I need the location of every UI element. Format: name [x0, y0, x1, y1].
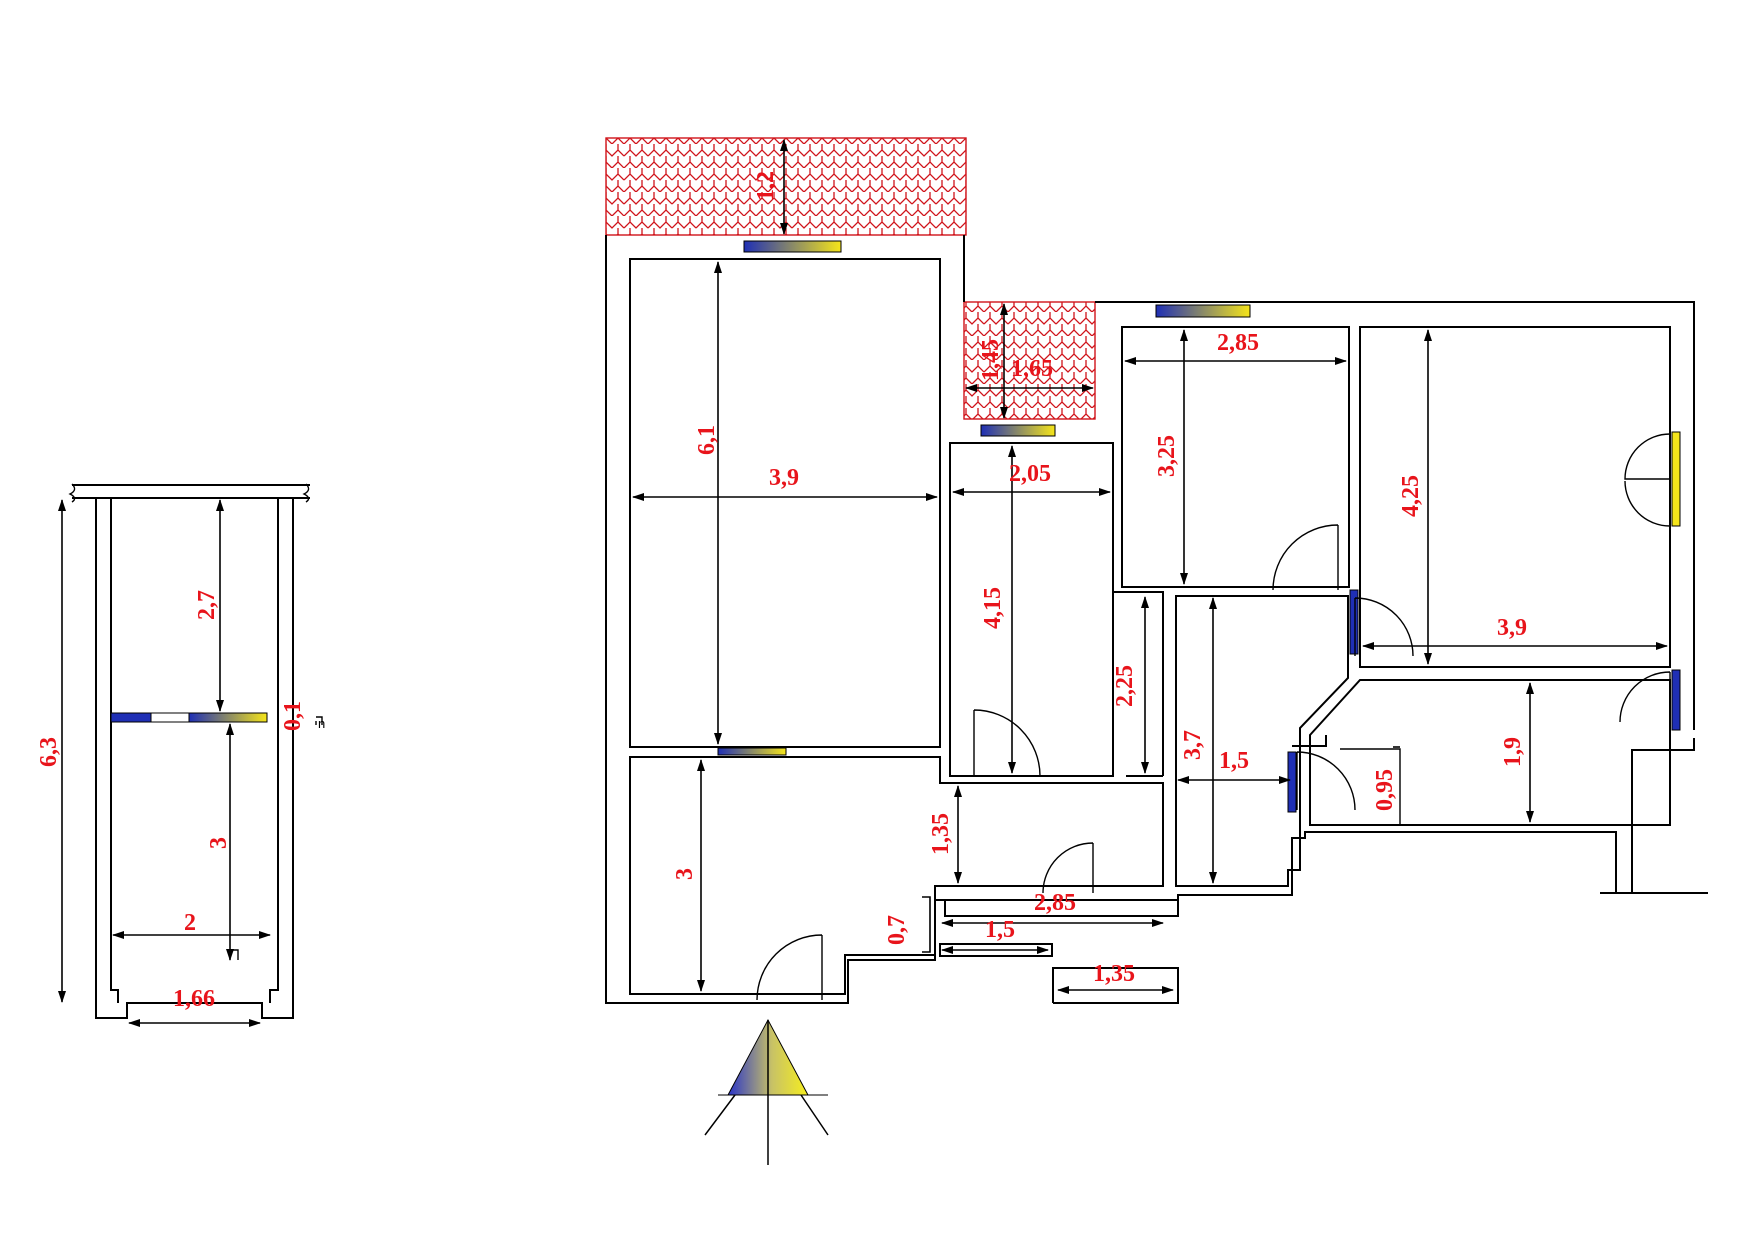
dim-niche-width: 1,35	[1093, 961, 1135, 987]
mark-small-letter: n	[318, 716, 325, 731]
dim-hall-height: 3,7	[1180, 730, 1206, 760]
door-bedroom-1[interactable]	[1354, 597, 1414, 657]
door-entry[interactable]	[756, 934, 823, 1001]
dim-lobby-width: 2,85	[1034, 890, 1076, 916]
dim-bedroom-1-width: 3,9	[1497, 615, 1527, 641]
dim-bedroom-1-height: 4,25	[1398, 475, 1424, 517]
dim-step-width: 1,5	[985, 917, 1015, 943]
dim-balcony-width: 1,65	[1011, 356, 1053, 382]
room-entry	[629, 756, 1164, 995]
dim-bath-door: 0,95	[1372, 769, 1398, 811]
room-bedroom-2	[1121, 326, 1350, 588]
dim-kitchen-height: 4,15	[980, 587, 1006, 629]
dim-terrace-top-depth: 1,2	[753, 171, 779, 201]
dim-kitchen-width: 2,05	[1009, 461, 1051, 487]
door-bathroom[interactable]	[1296, 751, 1356, 811]
terrace-top	[605, 137, 967, 236]
room-kitchen	[949, 442, 1114, 777]
window-balcony	[980, 424, 1056, 437]
dim-left-lower-height: 3	[206, 837, 232, 849]
dim-corridor-segment: 2,25	[1112, 665, 1138, 707]
dim-bedroom-2-width: 2,85	[1217, 330, 1259, 356]
room-bathroom	[1309, 679, 1671, 826]
dim-bath-height: 1,9	[1500, 737, 1526, 767]
dim-step-height: 0,7	[884, 915, 910, 945]
window-living	[743, 240, 842, 253]
dim-left-upper-height: 2,7	[194, 590, 220, 620]
door-balcony-bedroom-1[interactable]	[1624, 433, 1671, 527]
dim-entry-height: 3	[672, 868, 698, 880]
dim-lobby-depth: 1,35	[928, 813, 954, 855]
north-arrow-icon	[704, 1018, 829, 1165]
window-entry	[717, 747, 787, 756]
main-apartment-plan: 1,2 6,1 3,9 1,45 1,65 2,05 4,15 2,85 3,2…	[605, 137, 1708, 1004]
dim-left-width: 2	[184, 910, 196, 936]
door-kitchen[interactable]	[973, 709, 1041, 777]
room-living	[629, 258, 941, 748]
window-bedroom-2	[1155, 304, 1251, 318]
dim-left-opening: 1,66	[173, 986, 215, 1012]
dim-balcony-depth: 1,45	[978, 339, 1004, 381]
balcony-small	[963, 301, 1096, 420]
room-bedroom-1	[1359, 326, 1671, 668]
dim-hall-width: 1,5	[1219, 748, 1249, 774]
dim-living-height: 6,1	[694, 425, 720, 455]
dim-left-wall-thickness: 0,1	[280, 701, 306, 731]
dim-bedroom-2-height: 3,25	[1154, 435, 1180, 477]
door-lobby[interactable]	[1042, 842, 1094, 894]
door-bedroom-2[interactable]	[1272, 524, 1339, 591]
dim-living-width: 3,9	[769, 465, 799, 491]
left-section-plan: 6,3 2,7 0,1 3 2 1,66 n	[36, 483, 325, 1027]
dim-left-total-height: 6,3	[36, 737, 62, 767]
room-hall	[1175, 595, 1349, 887]
door-storage[interactable]	[1619, 671, 1671, 723]
